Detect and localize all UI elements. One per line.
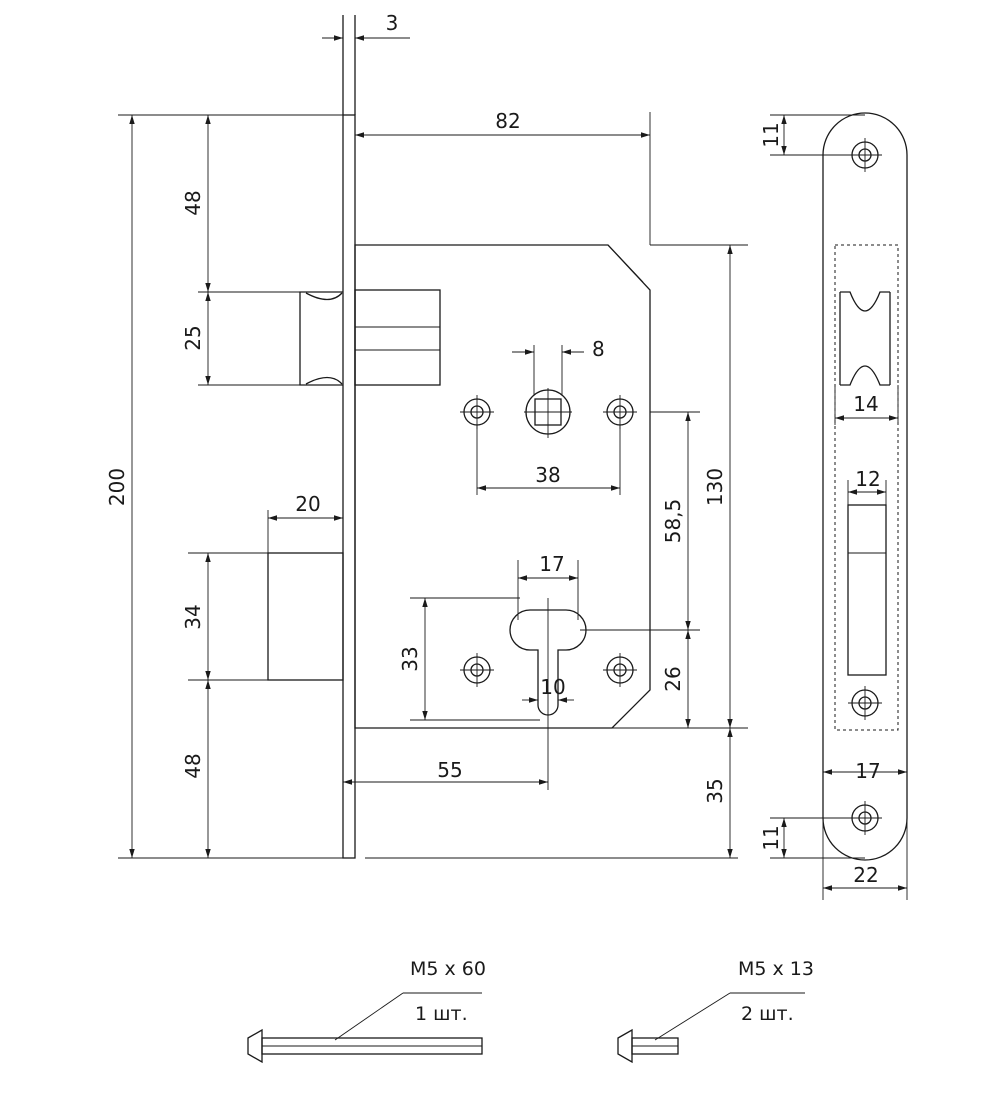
dim-deadbolt-to-bottom: 48 [181, 753, 205, 778]
dim-screw-spacing: 38 [535, 463, 560, 487]
dimension-lines [129, 35, 907, 891]
dim-top-to-latch: 48 [181, 190, 205, 215]
screw-m5x13: M5 x 13 2 шт. [617, 958, 814, 1064]
screw-2-qty: 2 шт. [741, 1003, 794, 1025]
screw-1-size: M5 x 60 [410, 958, 486, 980]
dim-cylinder-height: 33 [398, 646, 422, 671]
dim-deadbolt-height: 34 [181, 604, 205, 629]
dim-strike-top-offset: 11 [759, 122, 783, 147]
dim-strike-bottom-offset: 11 [759, 825, 783, 850]
dim-cylinder-to-body-bottom: 26 [661, 666, 685, 691]
strike-screw-hole-top [848, 138, 882, 172]
dim-body-depth: 82 [495, 109, 520, 133]
dim-strike-latch-hole: 14 [853, 392, 878, 416]
latch [299, 289, 441, 386]
dim-total-height: 200 [105, 468, 129, 506]
faceplate [342, 15, 356, 859]
spindle-hole [524, 388, 572, 438]
dimension-labels: 3 82 200 48 25 20 34 48 8 38 58,5 130 17… [105, 11, 881, 887]
strike-screw-hole-bottom [848, 801, 882, 835]
dim-faceplate-thickness: 3 [386, 11, 399, 35]
dim-body-height: 130 [703, 468, 727, 506]
dim-spindle-to-cylinder: 58,5 [661, 499, 685, 544]
dim-cylinder-width: 17 [539, 552, 564, 576]
dim-deadbolt-protrusion: 20 [295, 492, 320, 516]
deadbolt [267, 552, 344, 681]
screw-hole-upper-left [460, 395, 494, 429]
dim-strike-bolt-width: 12 [855, 467, 880, 491]
screw-1-qty: 1 шт. [415, 1003, 468, 1025]
screw-m5x60: M5 x 60 1 шт. [247, 958, 486, 1064]
dim-strike-width: 22 [853, 863, 878, 887]
extension-lines [118, 112, 908, 900]
dim-spindle-square: 8 [592, 337, 605, 361]
screw-hole-lower-right [603, 653, 637, 687]
dim-strike-bolt-hole: 17 [855, 759, 880, 783]
screw-hole-upper-right [603, 395, 637, 429]
dim-backset: 55 [437, 758, 462, 782]
dim-cylinder-slot: 10 [540, 675, 565, 699]
screw-2-size: M5 x 13 [738, 958, 814, 980]
screw-hole-lower-left [460, 653, 494, 687]
dim-body-to-bottom: 35 [703, 778, 727, 803]
strike-screw-hole-middle [848, 686, 882, 720]
dim-latch-height: 25 [181, 325, 205, 350]
cylinder-hole [509, 598, 587, 790]
